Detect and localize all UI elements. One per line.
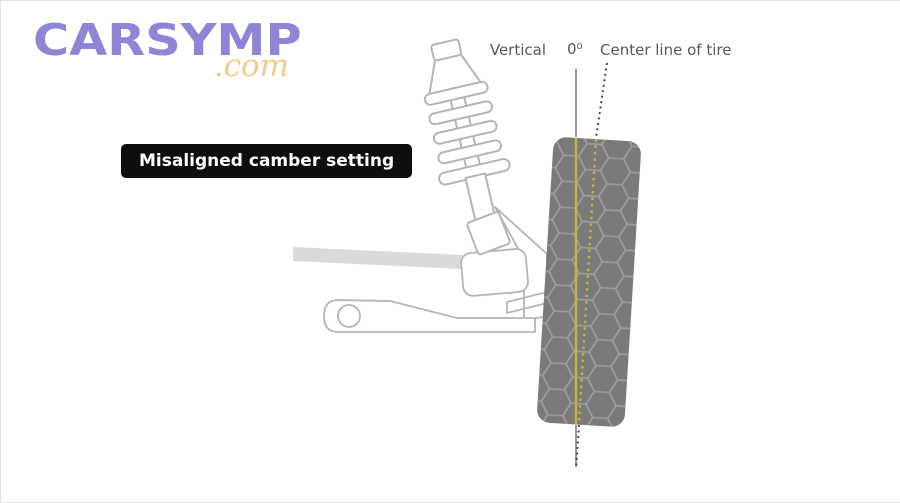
strut-top-nut (430, 38, 463, 62)
tire-icon (536, 136, 642, 428)
tire-tread (536, 136, 642, 428)
tire-centerline-label: Center line of tire (600, 41, 732, 59)
spring-coil (437, 139, 503, 165)
camber-setting-badge: Misaligned camber setting (121, 144, 413, 178)
coil-over-strut-icon (423, 38, 511, 256)
tire-centerline-highlight (577, 138, 598, 425)
tire-centerline-lower (575, 424, 580, 470)
spring-coil (432, 119, 498, 145)
spring-coil (428, 100, 494, 126)
carsymp-logo-tld: .com (213, 48, 289, 84)
wheel-hub-icon (460, 248, 529, 297)
lower-control-arm-icon (323, 299, 536, 333)
spring-coil (423, 80, 489, 106)
strut-lower-mount (466, 211, 511, 256)
control-arm-bushing (337, 304, 361, 328)
tire-centerline-upper (595, 62, 608, 139)
carsymp-logo: CARSYMP (33, 15, 302, 66)
vertical-label: Vertical (489, 41, 546, 59)
camber-angle-label: 0⁰ (567, 40, 583, 58)
